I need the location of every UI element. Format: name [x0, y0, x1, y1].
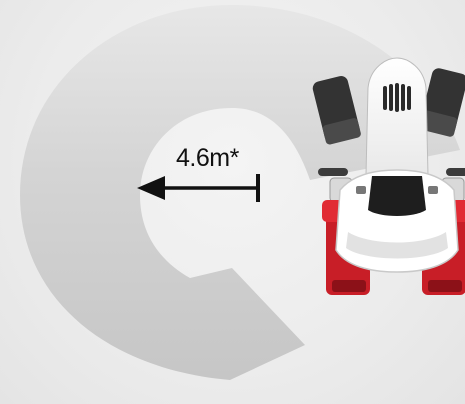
roof-shade: [346, 232, 448, 259]
grille: [383, 83, 411, 112]
tractor-top-view-icon: [312, 57, 465, 295]
tractor-nose: [365, 57, 429, 176]
beacon-left: [356, 186, 366, 194]
windscreen: [368, 176, 426, 216]
dimension-arrow-icon: [137, 174, 260, 202]
beacon-right: [428, 186, 438, 194]
turning-radius-label: 4.6m*: [176, 144, 239, 172]
front-left-tyre: [312, 76, 361, 145]
front-right-tyre: [419, 68, 465, 137]
